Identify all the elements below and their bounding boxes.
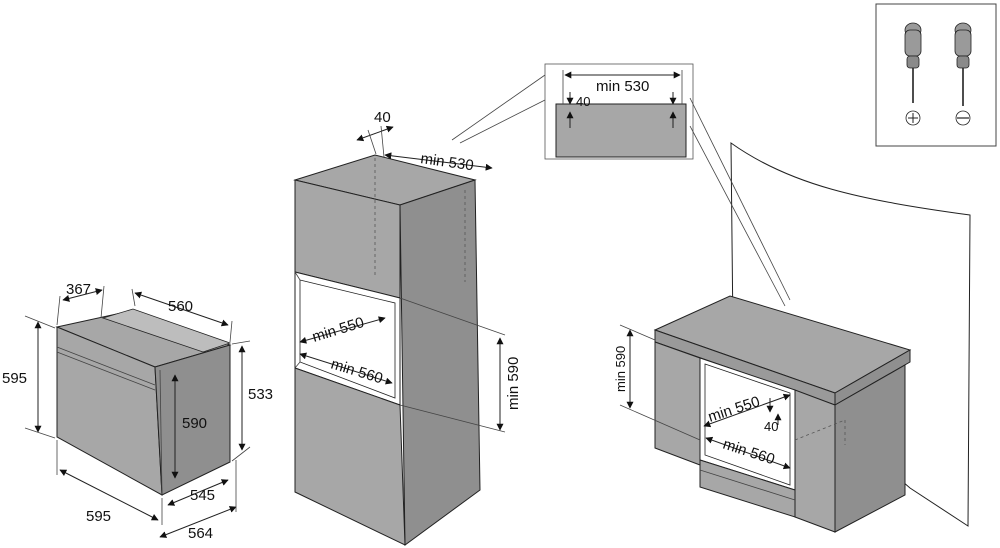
column-niche-height-label: min 590 (505, 357, 522, 410)
detail-width-label: min 530 (596, 78, 649, 95)
oven-front-height-label: 590 (182, 415, 207, 432)
oven-width-top-label: 560 (168, 298, 193, 315)
oven-width-bottom-label: 595 (86, 508, 111, 525)
phillips-screwdriver-icon (904, 22, 922, 126)
counter-niche-height-label: min 590 (613, 346, 628, 392)
oven-height-left-label: 595 (2, 370, 27, 387)
oven-dimensions: 367 560 595 590 533 595 545 564 (2, 281, 273, 542)
tools-box (875, 3, 997, 147)
detail-gap-label: 40 (576, 94, 590, 109)
counter-drawing (653, 97, 971, 533)
oven-drawing (55, 308, 232, 496)
oven-depth-top-label: 367 (66, 281, 91, 298)
oven-side-height-label: 533 (248, 386, 273, 403)
column-clearance-label: 40 (374, 109, 391, 126)
column-drawing (293, 154, 481, 546)
flat-screwdriver-icon (954, 22, 972, 126)
counter-gap-label: 40 (764, 419, 778, 434)
oven-depth-564-label: 564 (188, 525, 213, 542)
detail-view: min 530 40 (544, 63, 694, 160)
oven-depth-545-label: 545 (190, 487, 215, 504)
